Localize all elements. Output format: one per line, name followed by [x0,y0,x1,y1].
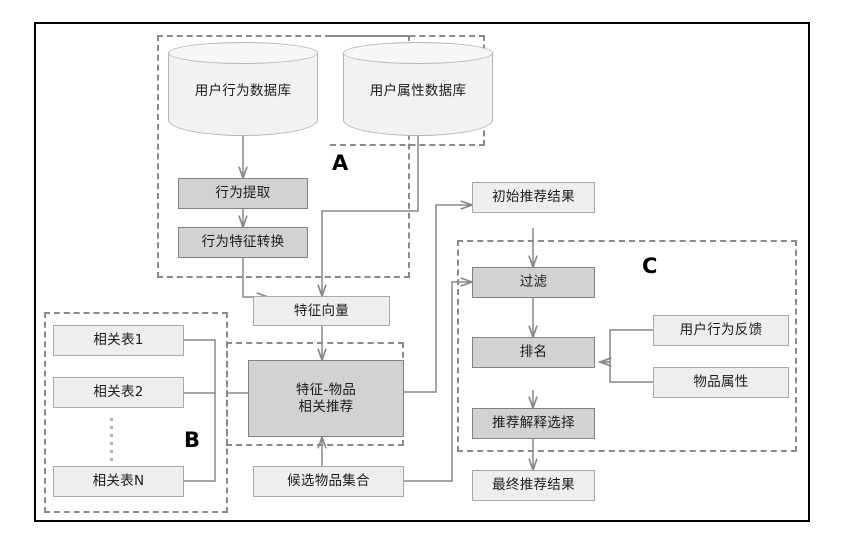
node-item-attribute[interactable]: 物品属性 [653,367,789,398]
cylinder-top [168,42,318,64]
node-final-recommend-result[interactable]: 最终推荐结果 [472,470,595,501]
node-initial-recommend-result[interactable]: 初始推荐结果 [472,182,595,213]
database-user-attribute-label: 用户属性数据库 [369,83,467,99]
cylinder-top [343,42,493,64]
database-user-behavior: 用户行为数据库 [168,42,318,136]
group-label-a: A [332,151,349,175]
node-user-behavior-feedback[interactable]: 用户行为反馈 [653,315,789,346]
node-feature-item-recommend[interactable]: 特征-物品 相关推荐 [248,360,404,437]
node-related-table-1[interactable]: 相关表1 [53,325,184,356]
node-candidate-item-set[interactable]: 候选物品集合 [253,466,404,497]
cylinder-body [168,53,318,136]
node-related-table-2[interactable]: 相关表2 [53,377,184,408]
node-ranking[interactable]: 排名 [472,337,595,368]
group-label-b: B [184,428,201,452]
node-related-table-n[interactable]: 相关表N [53,466,184,497]
database-user-behavior-label: 用户行为数据库 [194,83,292,99]
node-filter[interactable]: 过滤 [472,267,595,298]
node-behavior-extraction[interactable]: 行为提取 [178,178,308,209]
related-table-ellipsis [110,418,113,461]
group-label-c: C [642,254,658,278]
node-recommend-explain-select[interactable]: 推荐解释选择 [472,408,595,439]
database-user-attribute: 用户属性数据库 [343,42,493,136]
cylinder-body [343,53,493,136]
node-feature-vector[interactable]: 特征向量 [253,296,390,326]
node-behavior-feature-transform[interactable]: 行为特征转换 [178,227,308,258]
